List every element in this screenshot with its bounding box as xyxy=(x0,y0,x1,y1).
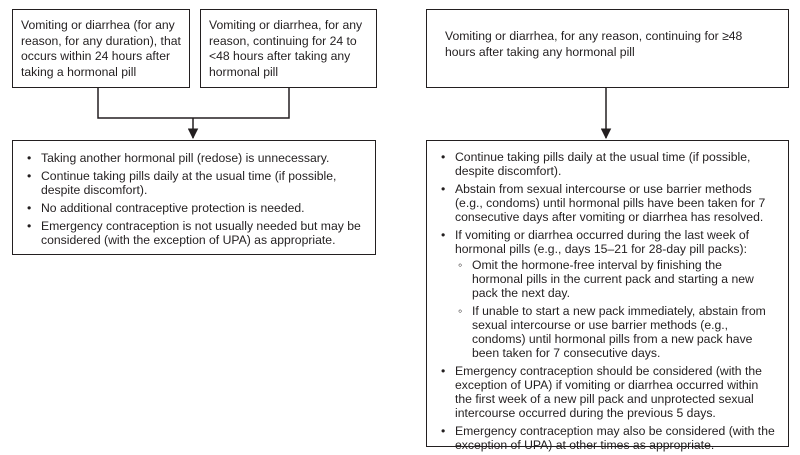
condition-box-within-24h: Vomiting or diarrhea (for any reason, fo… xyxy=(12,9,190,88)
action-item: Emergency contraception should be consid… xyxy=(435,364,776,420)
condition-within-24h-text: Vomiting or diarrhea (for any reason, fo… xyxy=(21,18,181,79)
condition-box-48h-plus: Vomiting or diarrhea, for any reason, co… xyxy=(426,9,789,88)
action-item: Taking another hormonal pill (redose) is… xyxy=(21,151,365,165)
condition-24-to-48h-text: Vomiting or diarrhea, for any reason, co… xyxy=(209,18,363,79)
subaction-item: Omit the hormone-free interval by finish… xyxy=(455,258,776,300)
condition-48h-plus-text: Vomiting or diarrhea, for any reason, co… xyxy=(445,29,743,59)
action-item: No additional contraceptive protection i… xyxy=(21,201,365,215)
no-redose-action-list: Taking another hormonal pill (redose) is… xyxy=(21,151,365,247)
action-item: Emergency contraception is not usually n… xyxy=(21,219,365,247)
prolonged-action-list: Continue taking pills daily at the usual… xyxy=(435,150,776,452)
action-item: If vomiting or diarrhea occurred during … xyxy=(435,228,776,360)
action-item: Abstain from sexual intercourse or use b… xyxy=(435,182,776,224)
condition-box-24-to-48h: Vomiting or diarrhea, for any reason, co… xyxy=(200,9,377,88)
action-item: Emergency contraception may also be cons… xyxy=(435,424,776,452)
action-box-no-redose: Taking another hormonal pill (redose) is… xyxy=(12,140,376,255)
subaction-item: If unable to start a new pack immediatel… xyxy=(455,304,776,360)
action-item: Continue taking pills daily at the usual… xyxy=(435,150,776,178)
left-merge-connector xyxy=(97,87,290,119)
last-week-subactions: Omit the hormone-free interval by finish… xyxy=(455,258,776,360)
action-item: Continue taking pills daily at the usual… xyxy=(21,169,365,197)
action-box-prolonged: Continue taking pills daily at the usual… xyxy=(426,140,789,452)
